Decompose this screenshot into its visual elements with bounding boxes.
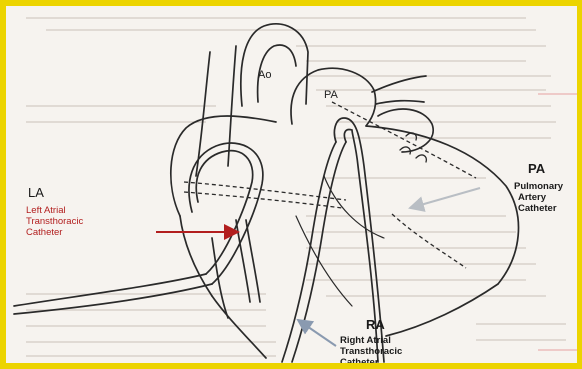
pulmonary-artery-label: PA	[324, 89, 339, 101]
pa-line-2: Artery	[518, 193, 546, 203]
ra-line-3: Catheter	[340, 358, 379, 368]
la-line-2: Transthoracic	[26, 217, 83, 227]
ra-line-2: Transthoracic	[340, 347, 402, 357]
la-line-1: Left Atrial	[26, 206, 66, 216]
aorta-label: Ao	[258, 69, 271, 81]
pa-pointer-arrow	[410, 188, 480, 208]
ra-line-1: Right Atrial	[340, 336, 391, 346]
pa-line-3: Catheter	[518, 204, 557, 214]
la-abbrev: LA	[28, 186, 44, 200]
pa-line-1: Pulmonary	[514, 182, 563, 192]
la-line-3: Catheter	[26, 228, 62, 238]
ra-pointer-arrow	[298, 320, 336, 346]
pa-abbrev: PA	[528, 162, 545, 176]
ra-abbrev: RA	[366, 318, 385, 332]
background-text-lines	[26, 18, 566, 356]
heart-catheter-diagram: Ao PA	[6, 6, 577, 363]
